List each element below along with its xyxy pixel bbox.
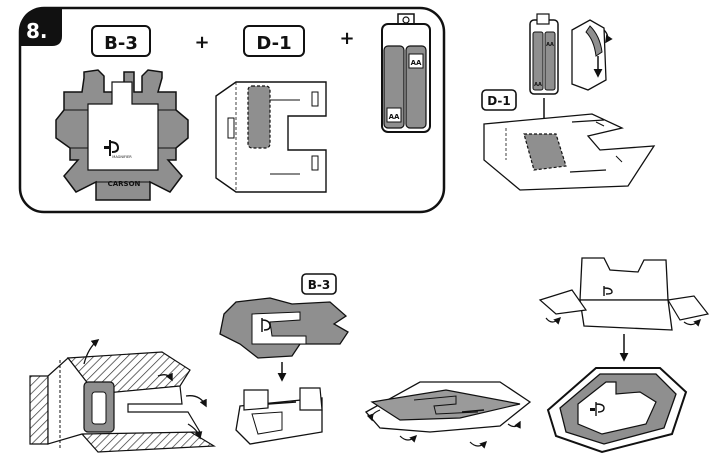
battery-pack-icon: AA AA [381,13,431,133]
b3-placement-step: B-3 [219,273,349,445]
part-label-b3: B-3 [91,25,151,57]
svg-text:B-3: B-3 [104,33,138,54]
part-label-b3: B-3 [301,273,337,295]
insert-into-d1-step: AA AA D-1 [481,13,656,191]
d1-cardboard-piece [215,81,327,193]
part-label-d1: D-1 [243,25,305,57]
svg-text:AA: AA [534,82,542,88]
step-number: 8. [26,19,48,43]
battery-pack-icon: AA AA [529,13,559,95]
box-assembly-top [538,257,710,362]
svg-text:AA: AA [411,59,422,67]
svg-text:D-1: D-1 [256,33,291,54]
plus-sign: + [339,28,354,49]
folding-base-step [364,381,532,449]
svg-text:B-3: B-3 [308,278,330,292]
svg-text:MAGNIFIER: MAGNIFIER [112,155,132,159]
folding-piece-step-1 [29,339,216,453]
svg-text:AA: AA [389,113,400,121]
step-badge: 8. [20,8,62,46]
plus-sign: + [194,32,209,53]
folded-tab-illustration [571,19,613,91]
step-panel: 8. B-3 + D-1 + MAG [18,6,446,214]
carson-logo-icon [104,140,120,156]
b3-cardboard-piece: MAGNIFIER CARSON [55,69,189,201]
svg-text:AA: AA [546,42,554,48]
svg-text:CARSON: CARSON [108,180,141,188]
d1-perspective-piece [483,113,656,191]
part-label-d1: D-1 [481,89,517,111]
finished-tray [546,367,688,454]
svg-text:D-1: D-1 [487,94,511,108]
